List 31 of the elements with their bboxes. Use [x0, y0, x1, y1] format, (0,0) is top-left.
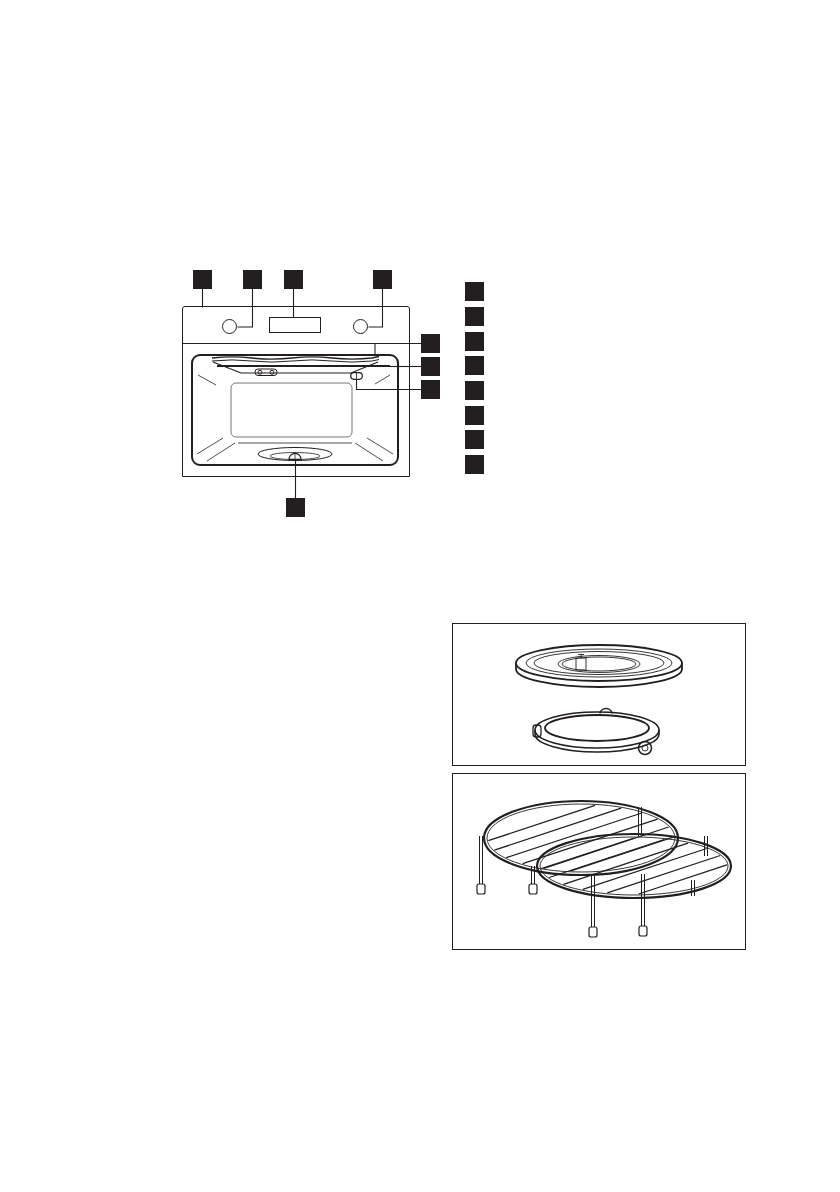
leader-line [374, 342, 422, 356]
callout-marker [421, 334, 440, 353]
callout-marker [421, 357, 440, 376]
leader-line [355, 379, 422, 391]
callout-marker [243, 270, 262, 289]
lamp [349, 371, 363, 380]
display-window [268, 316, 321, 333]
legend-marker [465, 381, 484, 400]
accessory-panel [452, 773, 746, 950]
legend-marker [465, 455, 484, 474]
callout-marker [286, 498, 305, 517]
legend-marker [465, 332, 484, 351]
leader-line [236, 288, 254, 328]
grill-element [210, 354, 381, 376]
callout-marker [373, 270, 392, 289]
leader-line [389, 365, 422, 368]
turntable-hub [288, 450, 302, 460]
legend-marker [465, 430, 484, 449]
legend-marker [465, 307, 484, 326]
accessory-panel [452, 623, 746, 766]
oven-body [182, 306, 410, 477]
legend-marker [465, 282, 484, 301]
callout-marker [193, 270, 212, 289]
leader-line [292, 288, 295, 318]
leader-line [201, 288, 204, 309]
leader-line [294, 459, 297, 499]
legend-marker [465, 356, 484, 375]
leader-line [367, 288, 384, 328]
callout-marker [284, 270, 303, 289]
legend-marker [465, 406, 484, 425]
callout-marker [421, 380, 440, 399]
